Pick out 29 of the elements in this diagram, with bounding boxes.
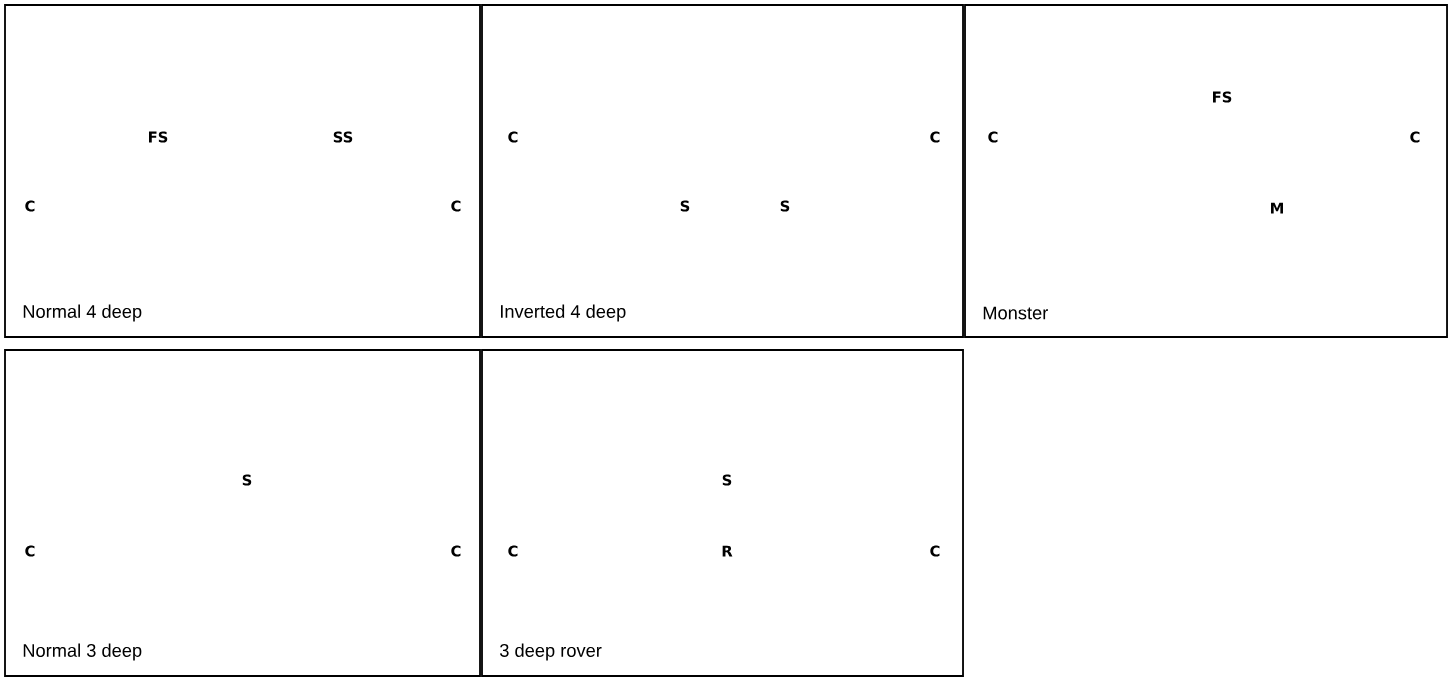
position-label: C (25, 200, 35, 212)
panel-box (481, 4, 964, 338)
panel-caption: Monster (983, 306, 1048, 320)
position-label: C (508, 545, 518, 557)
position-label: C (451, 545, 461, 557)
position-label: S (680, 200, 690, 212)
panel-caption: Inverted 4 deep (501, 304, 626, 322)
position-label: S (242, 474, 252, 486)
position-label: S (780, 200, 790, 212)
panel-box (964, 4, 1448, 338)
panel-caption: Normal 3 deep (23, 643, 142, 661)
position-label: FS (149, 131, 168, 143)
position-label: FS (1213, 91, 1232, 103)
panel-box (481, 349, 964, 677)
panel-box (4, 4, 481, 338)
position-label: R (722, 545, 733, 557)
position-label: SS (333, 131, 353, 143)
position-label: C (508, 131, 518, 143)
panel-box (4, 349, 481, 677)
position-label: C (930, 545, 940, 557)
position-label: S (722, 474, 732, 486)
panel-caption: 3 deep rover (500, 643, 602, 661)
position-label: M (1271, 202, 1283, 214)
position-label: C (988, 131, 998, 143)
position-label: C (451, 200, 461, 212)
position-label: C (25, 545, 35, 557)
position-label: C (930, 131, 940, 143)
panel-caption: Normal 4 deep (23, 304, 142, 322)
position-label: C (1410, 131, 1420, 143)
